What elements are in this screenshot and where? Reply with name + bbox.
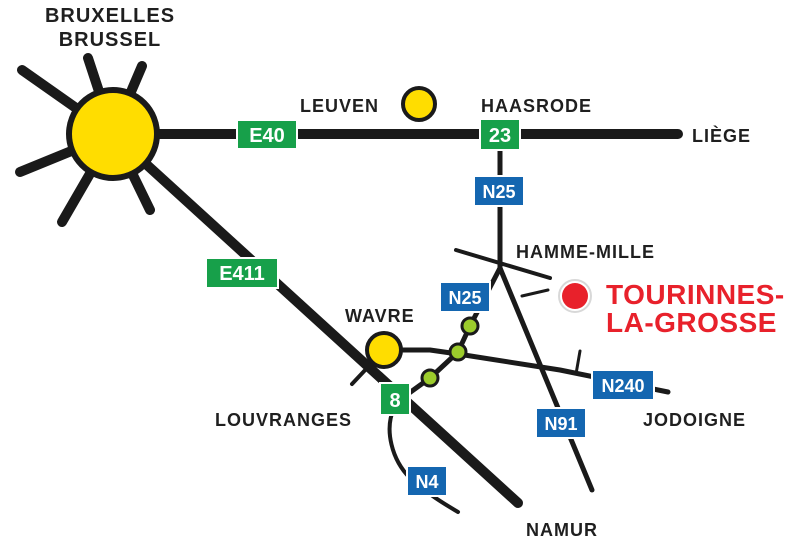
label-wavre: WAVRE xyxy=(345,306,415,326)
svg-text:N91: N91 xyxy=(544,414,577,434)
n91-shield: N91 xyxy=(535,407,587,439)
wavre-dot xyxy=(365,331,403,369)
n25-north-shield: N25 xyxy=(473,175,525,207)
label-brussel: BRUSSEL xyxy=(59,29,162,51)
label-namur: NAMUR xyxy=(526,520,598,540)
n91-road xyxy=(497,265,595,493)
label-hamme-mille: HAMME-MILLE xyxy=(516,242,655,262)
exit-23-shield: 23 xyxy=(479,118,521,151)
svg-text:N240: N240 xyxy=(601,376,644,396)
label-louvranges: LOUVRANGES xyxy=(215,410,352,430)
destination-label-line2: LA-GROSSE xyxy=(606,307,777,338)
svg-text:23: 23 xyxy=(489,125,511,147)
label-leuven: LEUVEN xyxy=(300,96,379,116)
exit-8-shield: 8 xyxy=(379,382,411,416)
svg-text:8: 8 xyxy=(389,390,400,412)
label-jodoigne: JODOIGNE xyxy=(643,410,746,430)
n25-south-shield: N25 xyxy=(439,281,491,313)
destination-label-line1: TOURINNES- xyxy=(606,279,785,310)
leuven-dot xyxy=(401,86,437,122)
svg-text:N25: N25 xyxy=(448,288,481,308)
svg-text:E40: E40 xyxy=(249,125,285,147)
label-liege: LIÈGE xyxy=(692,125,751,146)
destination-marker xyxy=(558,279,592,313)
n240-shield: N240 xyxy=(591,369,655,401)
e40-shield: E40 xyxy=(236,119,298,150)
label-haasrode: HAASRODE xyxy=(481,96,592,116)
svg-text:N4: N4 xyxy=(415,472,438,492)
e411-shield: E411 xyxy=(205,257,279,289)
roundabouts xyxy=(420,316,480,388)
e411-road xyxy=(108,129,523,508)
brussels-dot xyxy=(66,87,160,181)
n4-shield: N4 xyxy=(406,465,448,497)
svg-text:N25: N25 xyxy=(482,182,515,202)
svg-text:E411: E411 xyxy=(219,263,265,285)
label-bruxelles: BRUXELLES xyxy=(45,5,175,27)
